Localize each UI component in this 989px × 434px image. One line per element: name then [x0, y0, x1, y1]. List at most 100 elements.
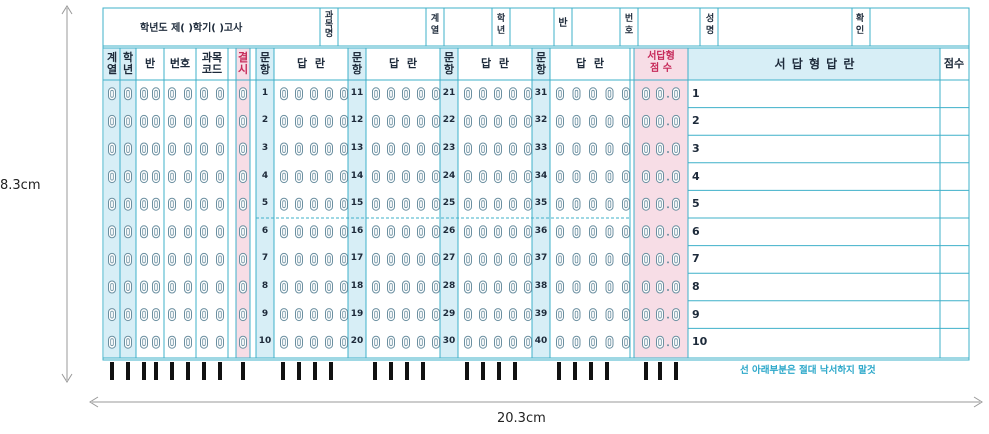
answer-bubble-inner [574, 338, 579, 347]
id-digit-bubble-inner [218, 283, 222, 291]
answer-bubble [622, 87, 630, 101]
header-class: 반 [144, 57, 156, 70]
essay-score-bubble [656, 142, 664, 156]
answer-bubble-inner [312, 89, 316, 98]
answer-bubble-inner [374, 117, 378, 126]
answer-bubble-inner [511, 117, 515, 126]
answer-bubble [402, 335, 410, 349]
answer-bubble [432, 252, 440, 266]
answer-bubble-inner [496, 255, 500, 264]
answer-bubble-inner [419, 145, 423, 153]
width-dimension-label: 20.3cm [497, 411, 546, 426]
id-digit-bubble [140, 308, 148, 322]
answer-bubble-inner [297, 89, 301, 98]
id-digit-bubble-inner [170, 89, 174, 98]
answer-bubble [387, 114, 395, 128]
header-answer-4: 답 란 [576, 57, 604, 70]
id-digit-bubble-inner [218, 117, 222, 126]
essay-score-bubble [656, 280, 664, 294]
id-digit-bubble-inner [186, 200, 190, 209]
id-digit-bubble [184, 225, 192, 239]
answer-bubble [464, 142, 472, 156]
answer-bubble [295, 335, 303, 349]
essay-score-bubble [672, 170, 680, 184]
answer-bubble [325, 252, 333, 266]
answer-bubble [494, 142, 502, 156]
answer-bubble-inner [419, 200, 423, 209]
header-tint [104, 48, 120, 80]
answer-bubble [524, 280, 532, 294]
answer-bubble-inner [624, 200, 628, 209]
height-arrow-top [61, 5, 73, 15]
answer-bubble [310, 335, 318, 349]
id-digit-bubble [216, 197, 224, 211]
id-digit-bubble [168, 197, 176, 211]
answer-bubble-inner [481, 117, 485, 126]
answer-bubble-inner [526, 283, 530, 291]
answer-bubble-inner [342, 255, 346, 264]
answer-bubble [402, 225, 410, 239]
id-digit-bubble [168, 142, 176, 156]
answer-bubble [417, 87, 425, 101]
id-digit-bubble-inner [218, 200, 222, 209]
answer-bubble-inner [496, 145, 500, 153]
id-digit-bubble-inner [142, 200, 146, 209]
timing-mark [110, 362, 114, 380]
id-digit-bubble-inner [110, 172, 114, 181]
answer-bubble-inner [558, 227, 562, 236]
id-digit-bubble [140, 225, 148, 239]
answer-bubble [372, 280, 380, 294]
id-digit-bubble-inner [202, 89, 206, 98]
essay-score-bubble-inner [644, 145, 648, 153]
essay-score-bubble [672, 308, 680, 322]
answer-bubble-inner [481, 338, 485, 347]
id-digit-bubble-inner [126, 283, 130, 291]
answer-bubble [417, 252, 425, 266]
id-digit-bubble-inner [126, 89, 130, 98]
answer-bubble [605, 252, 614, 266]
answer-bubble [387, 225, 395, 239]
answer-bubble [325, 87, 333, 101]
answer-bubble-inner [526, 172, 530, 181]
timing-mark [241, 362, 245, 380]
answer-bubble [605, 87, 614, 101]
timing-mark [644, 362, 648, 380]
answer-bubble-inner [466, 255, 470, 264]
decimal-point [667, 123, 669, 126]
question-number: 32 [534, 115, 548, 126]
answer-bubble-inner [434, 227, 438, 236]
answer-bubble-inner [481, 310, 485, 319]
answer-bubble [605, 170, 614, 184]
answer-bubble [509, 280, 517, 294]
answer-bubble [325, 170, 333, 184]
id-digit-bubble [140, 87, 148, 101]
id-digit-bubble [184, 142, 192, 156]
id-digit-bubble-inner [110, 338, 114, 347]
essay-row-number: 5 [692, 197, 700, 211]
essay-score-bubble [642, 252, 650, 266]
answer-bubble-inner [404, 283, 408, 291]
essay-row-number: 9 [692, 307, 700, 321]
answer-bubble-inner [607, 200, 612, 209]
answer-bubble-inner [282, 227, 286, 236]
id-digit-bubble [216, 252, 224, 266]
id-digit-bubble-inner [142, 283, 146, 291]
answer-bubble [310, 197, 318, 211]
answer-bubble-inner [526, 145, 530, 153]
answer-bubble-inner [607, 338, 612, 347]
answer-bubble-inner [607, 89, 612, 98]
answer-bubble-inner [327, 255, 331, 264]
answer-bubble [432, 87, 440, 101]
answer-bubble [325, 308, 333, 322]
id-digit-bubble-inner [110, 255, 114, 264]
essay-score-bubble [642, 114, 650, 128]
answer-bubble-inner [624, 145, 628, 153]
id-digit-bubble [152, 170, 160, 184]
answer-bubble [402, 87, 410, 101]
answer-bubble [417, 197, 425, 211]
id-digit-bubble [168, 252, 176, 266]
